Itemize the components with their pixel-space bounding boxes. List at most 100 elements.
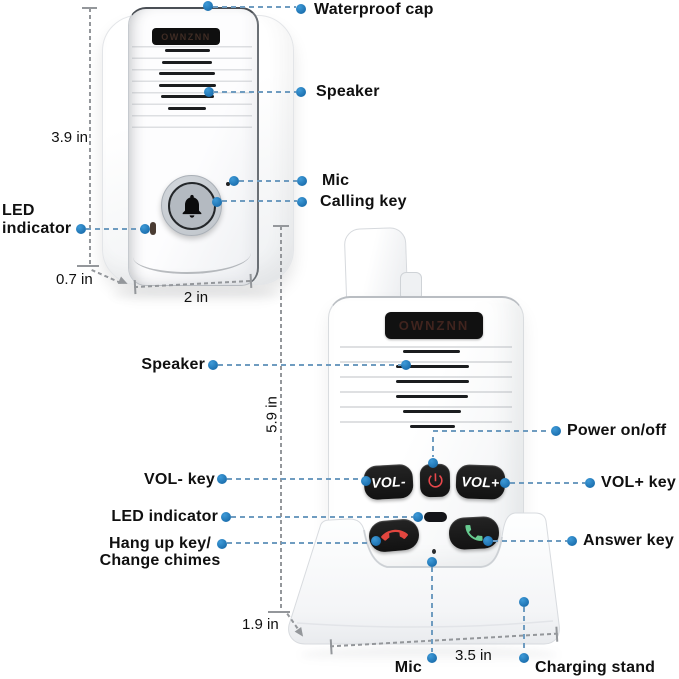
callout-power-label: Power on/off xyxy=(567,422,667,439)
handset-speaker-slit xyxy=(403,410,461,413)
handset-speaker-slit xyxy=(410,425,455,428)
handset-brand-text: OWNZNN xyxy=(398,318,470,333)
handset-led xyxy=(424,512,447,522)
doorbell-speaker-slit xyxy=(168,107,206,110)
doorbell-speaker-slit xyxy=(165,49,210,52)
callout-charging-stand-label: Charging stand xyxy=(535,659,656,676)
dimension-tick xyxy=(273,225,289,227)
vol-minus-button-text: VOL- xyxy=(370,473,407,491)
doorbell-width-label: 2 in xyxy=(183,289,209,306)
callout-doorbell-mic-line xyxy=(239,180,297,182)
callout-doorbell-mic-label: Mic xyxy=(322,172,350,189)
callout-handset-led-label: LED indicator xyxy=(111,508,218,525)
doorbell-height-label: 3.9 in xyxy=(51,129,88,146)
callout-doorbell-mic-device-dot xyxy=(229,176,239,186)
callout-vol-plus-label-dot xyxy=(585,478,595,488)
callout-hang-up-line xyxy=(227,542,371,544)
callout-hang-up-device-dot xyxy=(371,536,381,546)
callout-answer-line xyxy=(493,540,567,542)
callout-power-label-dot xyxy=(551,426,561,436)
handset-speaker-ribs xyxy=(340,346,512,430)
callout-hang-up-label: Hang up key/ Change chimes xyxy=(90,535,230,569)
callout-handset-mic-device-dot xyxy=(427,557,437,567)
callout-doorbell-led-label-dot xyxy=(76,224,86,234)
callout-vol-plus-label: VOL+ key xyxy=(601,474,676,491)
dimension-tick xyxy=(133,279,137,295)
callout-hang-up-label-line2: Change chimes xyxy=(99,551,221,569)
callout-handset-led-device-dot xyxy=(413,512,423,522)
hang-up-icon xyxy=(380,529,408,541)
callout-doorbell-speaker-line xyxy=(213,91,296,93)
callout-hang-up-label-dot xyxy=(217,539,227,549)
charging-stand-cradle-edge xyxy=(363,529,503,568)
callout-doorbell-mic-label-dot xyxy=(297,176,307,186)
callout-calling-key-line xyxy=(222,200,297,202)
handset-speaker-slit xyxy=(403,350,460,353)
handset-height-dimension-line xyxy=(280,226,282,612)
callout-vol-minus-device-dot xyxy=(361,476,371,486)
callout-handset-speaker-label-dot xyxy=(208,360,218,370)
bell-icon xyxy=(182,194,201,218)
callout-vol-plus-device-dot xyxy=(500,478,510,488)
callout-power-line-vertical xyxy=(432,437,434,457)
doorbell-depth-label: 0.7 in xyxy=(56,271,93,288)
doorbell-speaker-slit xyxy=(159,84,216,87)
callout-vol-plus-line xyxy=(510,482,585,484)
callout-doorbell-speaker-label-dot xyxy=(296,87,306,97)
callout-calling-key-label-dot xyxy=(297,197,307,207)
doorbell-speaker-slit xyxy=(159,72,215,75)
power-icon xyxy=(427,473,443,488)
handset-height-label: 5.9 in xyxy=(263,396,281,433)
handset-mic-hole xyxy=(432,549,436,554)
stand-depth-label: 1.9 in xyxy=(242,616,279,633)
callout-power-line xyxy=(433,430,550,432)
callout-waterproof-cap-device-dot xyxy=(203,1,213,11)
callout-charging-stand-device-dot xyxy=(519,597,529,607)
hang-up-button xyxy=(367,517,421,554)
doorbell-front-face xyxy=(128,7,259,286)
callout-handset-mic-line xyxy=(431,567,433,652)
callout-calling-key-label: Calling key xyxy=(320,193,407,210)
callout-handset-speaker-device-dot xyxy=(401,360,411,370)
doorbell-height-dimension-line xyxy=(89,8,91,266)
callout-doorbell-led-device-dot xyxy=(140,224,150,234)
callout-hang-up-label-line1: Hang up key/ xyxy=(109,535,211,552)
callout-vol-minus-label: VOL- key xyxy=(144,471,215,488)
callout-answer-device-dot xyxy=(483,536,493,546)
callout-waterproof-cap-label: Waterproof cap xyxy=(314,1,434,18)
callout-handset-led-label-dot xyxy=(221,512,231,522)
dimension-tick xyxy=(77,265,99,267)
callout-doorbell-led-label: LED indicator xyxy=(2,202,72,237)
power-button xyxy=(419,463,451,498)
callout-doorbell-speaker-label: Speaker xyxy=(316,83,380,100)
callout-charging-stand-line xyxy=(523,607,525,652)
callout-power-device-dot xyxy=(428,458,438,468)
callout-calling-key-device-dot xyxy=(212,197,222,207)
doorbell-speaker-slit xyxy=(161,95,214,98)
callout-handset-mic-label-dot xyxy=(427,653,437,663)
vol-plus-button-text: VOL+ xyxy=(461,473,500,491)
stand-width-label: 3.5 in xyxy=(455,647,492,664)
dimension-tick xyxy=(268,611,290,613)
callout-answer-label: Answer key xyxy=(583,532,674,549)
callout-waterproof-cap-label-dot xyxy=(296,4,306,14)
dimension-tick xyxy=(329,639,333,655)
doorbell-calling-key-button xyxy=(161,175,222,236)
charging-stand-bottom-crease xyxy=(296,620,554,628)
callout-handset-speaker-line xyxy=(218,364,401,366)
callout-handset-led-line xyxy=(231,516,413,518)
doorbell-reflection xyxy=(112,288,282,302)
handset-speaker-slit xyxy=(396,395,468,398)
callout-handset-mic-label: Mic xyxy=(394,659,422,676)
doorbell-led xyxy=(150,222,156,235)
answer-icon xyxy=(465,524,483,541)
handset-brand-badge: OWNZNN xyxy=(385,312,483,339)
handset-speaker-slit xyxy=(396,365,469,368)
callout-handset-speaker-label: Speaker xyxy=(141,356,205,373)
doorbell-brand-text: OWNZNN xyxy=(161,31,211,42)
callout-charging-stand-label-dot xyxy=(519,653,529,663)
answer-button xyxy=(448,515,500,551)
callout-answer-label-dot xyxy=(567,536,577,546)
charging-stand xyxy=(288,512,560,645)
